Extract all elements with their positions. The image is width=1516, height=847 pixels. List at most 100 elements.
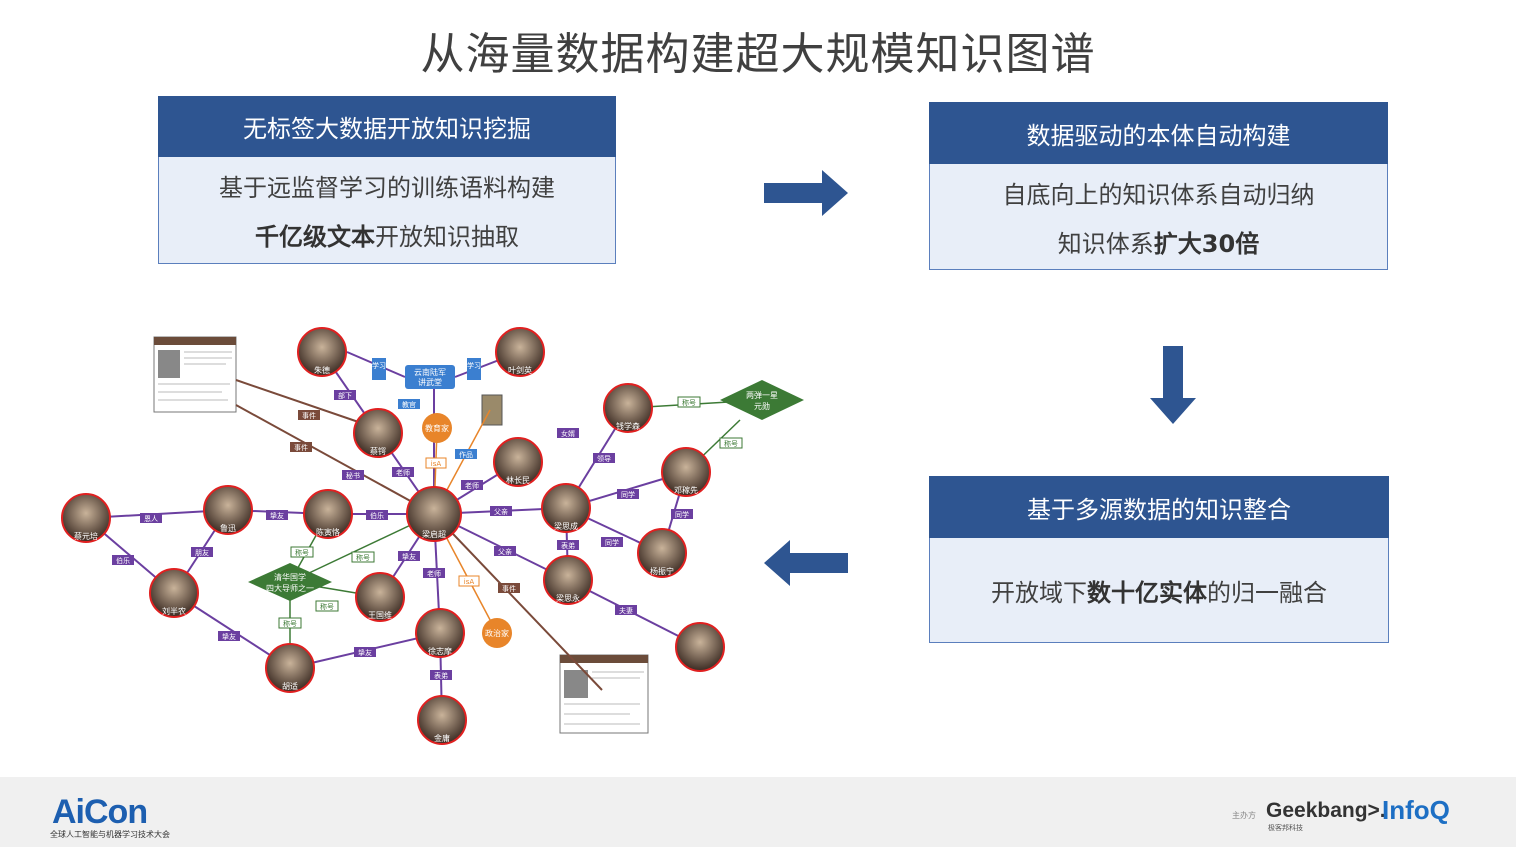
svg-text:陈寅恪: 陈寅恪 (316, 527, 340, 537)
person-node[interactable]: 胡适 (265, 643, 315, 693)
person-node[interactable]: 金庸 (417, 695, 467, 745)
svg-text:金庸: 金庸 (434, 733, 450, 743)
svg-text:学习: 学习 (372, 361, 386, 370)
svg-text:挚友: 挚友 (358, 648, 372, 657)
svg-text:胡适: 胡适 (282, 681, 298, 691)
person-node[interactable]: 朱德 (297, 327, 347, 377)
person-node[interactable]: 蔡元培 (61, 493, 111, 543)
svg-text:老师: 老师 (396, 468, 410, 477)
svg-text:邓稼先: 邓稼先 (674, 485, 698, 495)
concept-node[interactable]: 清华国学 四大导师之一 (248, 563, 332, 601)
person-node[interactable]: 徐志摩 (415, 608, 465, 658)
person-node[interactable]: 邓稼先 (661, 447, 711, 497)
knowledge-graph: 云南陆军 讲武堂 清华国学 四大导师之一 两弹一星 元勋 教育家 政治家 学习 … (61, 327, 804, 745)
svg-text:教育家: 教育家 (425, 423, 449, 433)
edge-label: 夫妻 (615, 605, 637, 615)
arrow-down-icon (1150, 346, 1196, 424)
concept-node[interactable]: 教育家 (422, 413, 452, 443)
edge-label: isA (425, 457, 447, 469)
person-node[interactable]: 梁思成 (541, 483, 591, 533)
edge-label: isA (458, 575, 480, 587)
person-node[interactable]: 刘半农 (149, 568, 199, 618)
svg-text:挚友: 挚友 (222, 632, 236, 641)
svg-text:四大导师之一: 四大导师之一 (266, 583, 314, 593)
svg-text:表弟: 表弟 (434, 671, 448, 680)
arrow-left-icon (764, 540, 848, 586)
edge-label: 称号 (315, 600, 339, 612)
svg-text:伯乐: 伯乐 (116, 556, 130, 565)
concept-node[interactable]: 政治家 (482, 618, 512, 648)
svg-text:事件: 事件 (302, 411, 316, 420)
edge-label: 事件 (498, 583, 520, 593)
edge-label: 称号 (719, 437, 743, 449)
edge-label: 恩人 (140, 513, 162, 523)
edge-label: 同学 (671, 509, 693, 519)
edge-label: 伯乐 (366, 510, 388, 520)
svg-text:父亲: 父亲 (498, 547, 512, 556)
edge-label: 学习 (467, 358, 481, 380)
aicon-subtitle: 全球人工智能与机器学习技术大会 (50, 830, 170, 839)
svg-text:称号: 称号 (682, 398, 696, 407)
aicon-logo: AiCon (52, 793, 148, 831)
svg-text:清华国学: 清华国学 (274, 572, 306, 582)
info-card-thumbnail (153, 336, 237, 413)
svg-text:表弟: 表弟 (561, 541, 575, 550)
card-line: 自底向上的知识体系自动归纳 (1002, 180, 1315, 209)
svg-text:领导: 领导 (597, 454, 611, 463)
page-title: 从海量数据构建超大规模知识图谱 (420, 29, 1096, 80)
person-node[interactable] (675, 622, 725, 672)
arrow-right-icon (764, 170, 848, 216)
svg-text:徐志摩: 徐志摩 (428, 646, 452, 656)
person-node[interactable]: 王国维 (355, 572, 405, 622)
svg-text:老师: 老师 (427, 569, 441, 578)
person-node[interactable]: 林长民 (493, 437, 543, 487)
person-node[interactable]: 鲁迅 (203, 485, 253, 535)
person-node[interactable]: 叶剑英 (495, 327, 545, 377)
concept-node[interactable]: 云南陆军 讲武堂 (405, 365, 455, 389)
svg-text:朋友: 朋友 (195, 548, 209, 557)
edge-label: 老师 (461, 480, 483, 490)
card-body: 基于远监督学习的训练语料构建 千亿级文本开放知识抽取 (158, 157, 616, 264)
person-node[interactable]: 钱学森 (603, 383, 653, 433)
edge-label: 教官 (398, 399, 420, 409)
card-line: 基于远监督学习的训练语料构建 (219, 174, 555, 202)
edge-label: 挚友 (266, 510, 288, 520)
book-thumbnail (481, 394, 503, 426)
svg-text:夫妻: 夫妻 (619, 606, 633, 615)
card-ontology-construction: 数据驱动的本体自动构建 自底向上的知识体系自动归纳 知识体系扩大30倍 (929, 102, 1388, 270)
edge-label: 挚友 (218, 631, 240, 641)
svg-text:同学: 同学 (621, 490, 635, 499)
svg-text:称号: 称号 (283, 619, 297, 628)
edge-label: 老师 (423, 568, 445, 578)
svg-text:蔡锷: 蔡锷 (370, 446, 386, 456)
concept-node[interactable]: 两弹一星 元勋 (720, 380, 804, 420)
edge-label: 挚友 (398, 551, 420, 561)
svg-text:伯乐: 伯乐 (370, 511, 384, 520)
svg-text:王国维: 王国维 (368, 610, 392, 620)
person-node[interactable]: 蔡锷 (353, 408, 403, 458)
svg-text:挚友: 挚友 (270, 511, 284, 520)
card-body: 开放域下数十亿实体的归一融合 (929, 538, 1389, 643)
person-node[interactable]: 梁思永 (543, 555, 593, 605)
svg-text:讲武堂: 讲武堂 (418, 377, 442, 387)
edge-label: 挚友 (354, 647, 376, 657)
svg-text:政治家: 政治家 (485, 628, 509, 638)
card-header: 数据驱动的本体自动构建 (929, 102, 1388, 164)
svg-text:梁思成: 梁思成 (554, 521, 578, 531)
svg-text:事件: 事件 (502, 584, 516, 593)
svg-text:朱德: 朱德 (314, 365, 330, 375)
person-node[interactable]: 杨振宁 (637, 528, 687, 578)
card-header: 无标签大数据开放知识挖掘 (158, 96, 616, 157)
card-line: 开放域下数十亿实体的归一融合 (991, 578, 1327, 607)
edge-label: 称号 (278, 617, 302, 629)
svg-text:isA: isA (464, 578, 475, 586)
person-node[interactable]: 陈寅恪 (303, 489, 353, 539)
edge-label: 女婿 (557, 428, 579, 438)
svg-text:称号: 称号 (356, 553, 370, 562)
person-node[interactable]: 梁启超 (406, 486, 462, 542)
svg-text:杨振宁: 杨振宁 (650, 566, 674, 576)
card-open-knowledge-mining: 无标签大数据开放知识挖掘 基于远监督学习的训练语料构建 千亿级文本开放知识抽取 (158, 96, 616, 264)
svg-text:称号: 称号 (295, 548, 309, 557)
edge-label: 领导 (593, 453, 615, 463)
edge-label: 伯乐 (112, 555, 134, 565)
